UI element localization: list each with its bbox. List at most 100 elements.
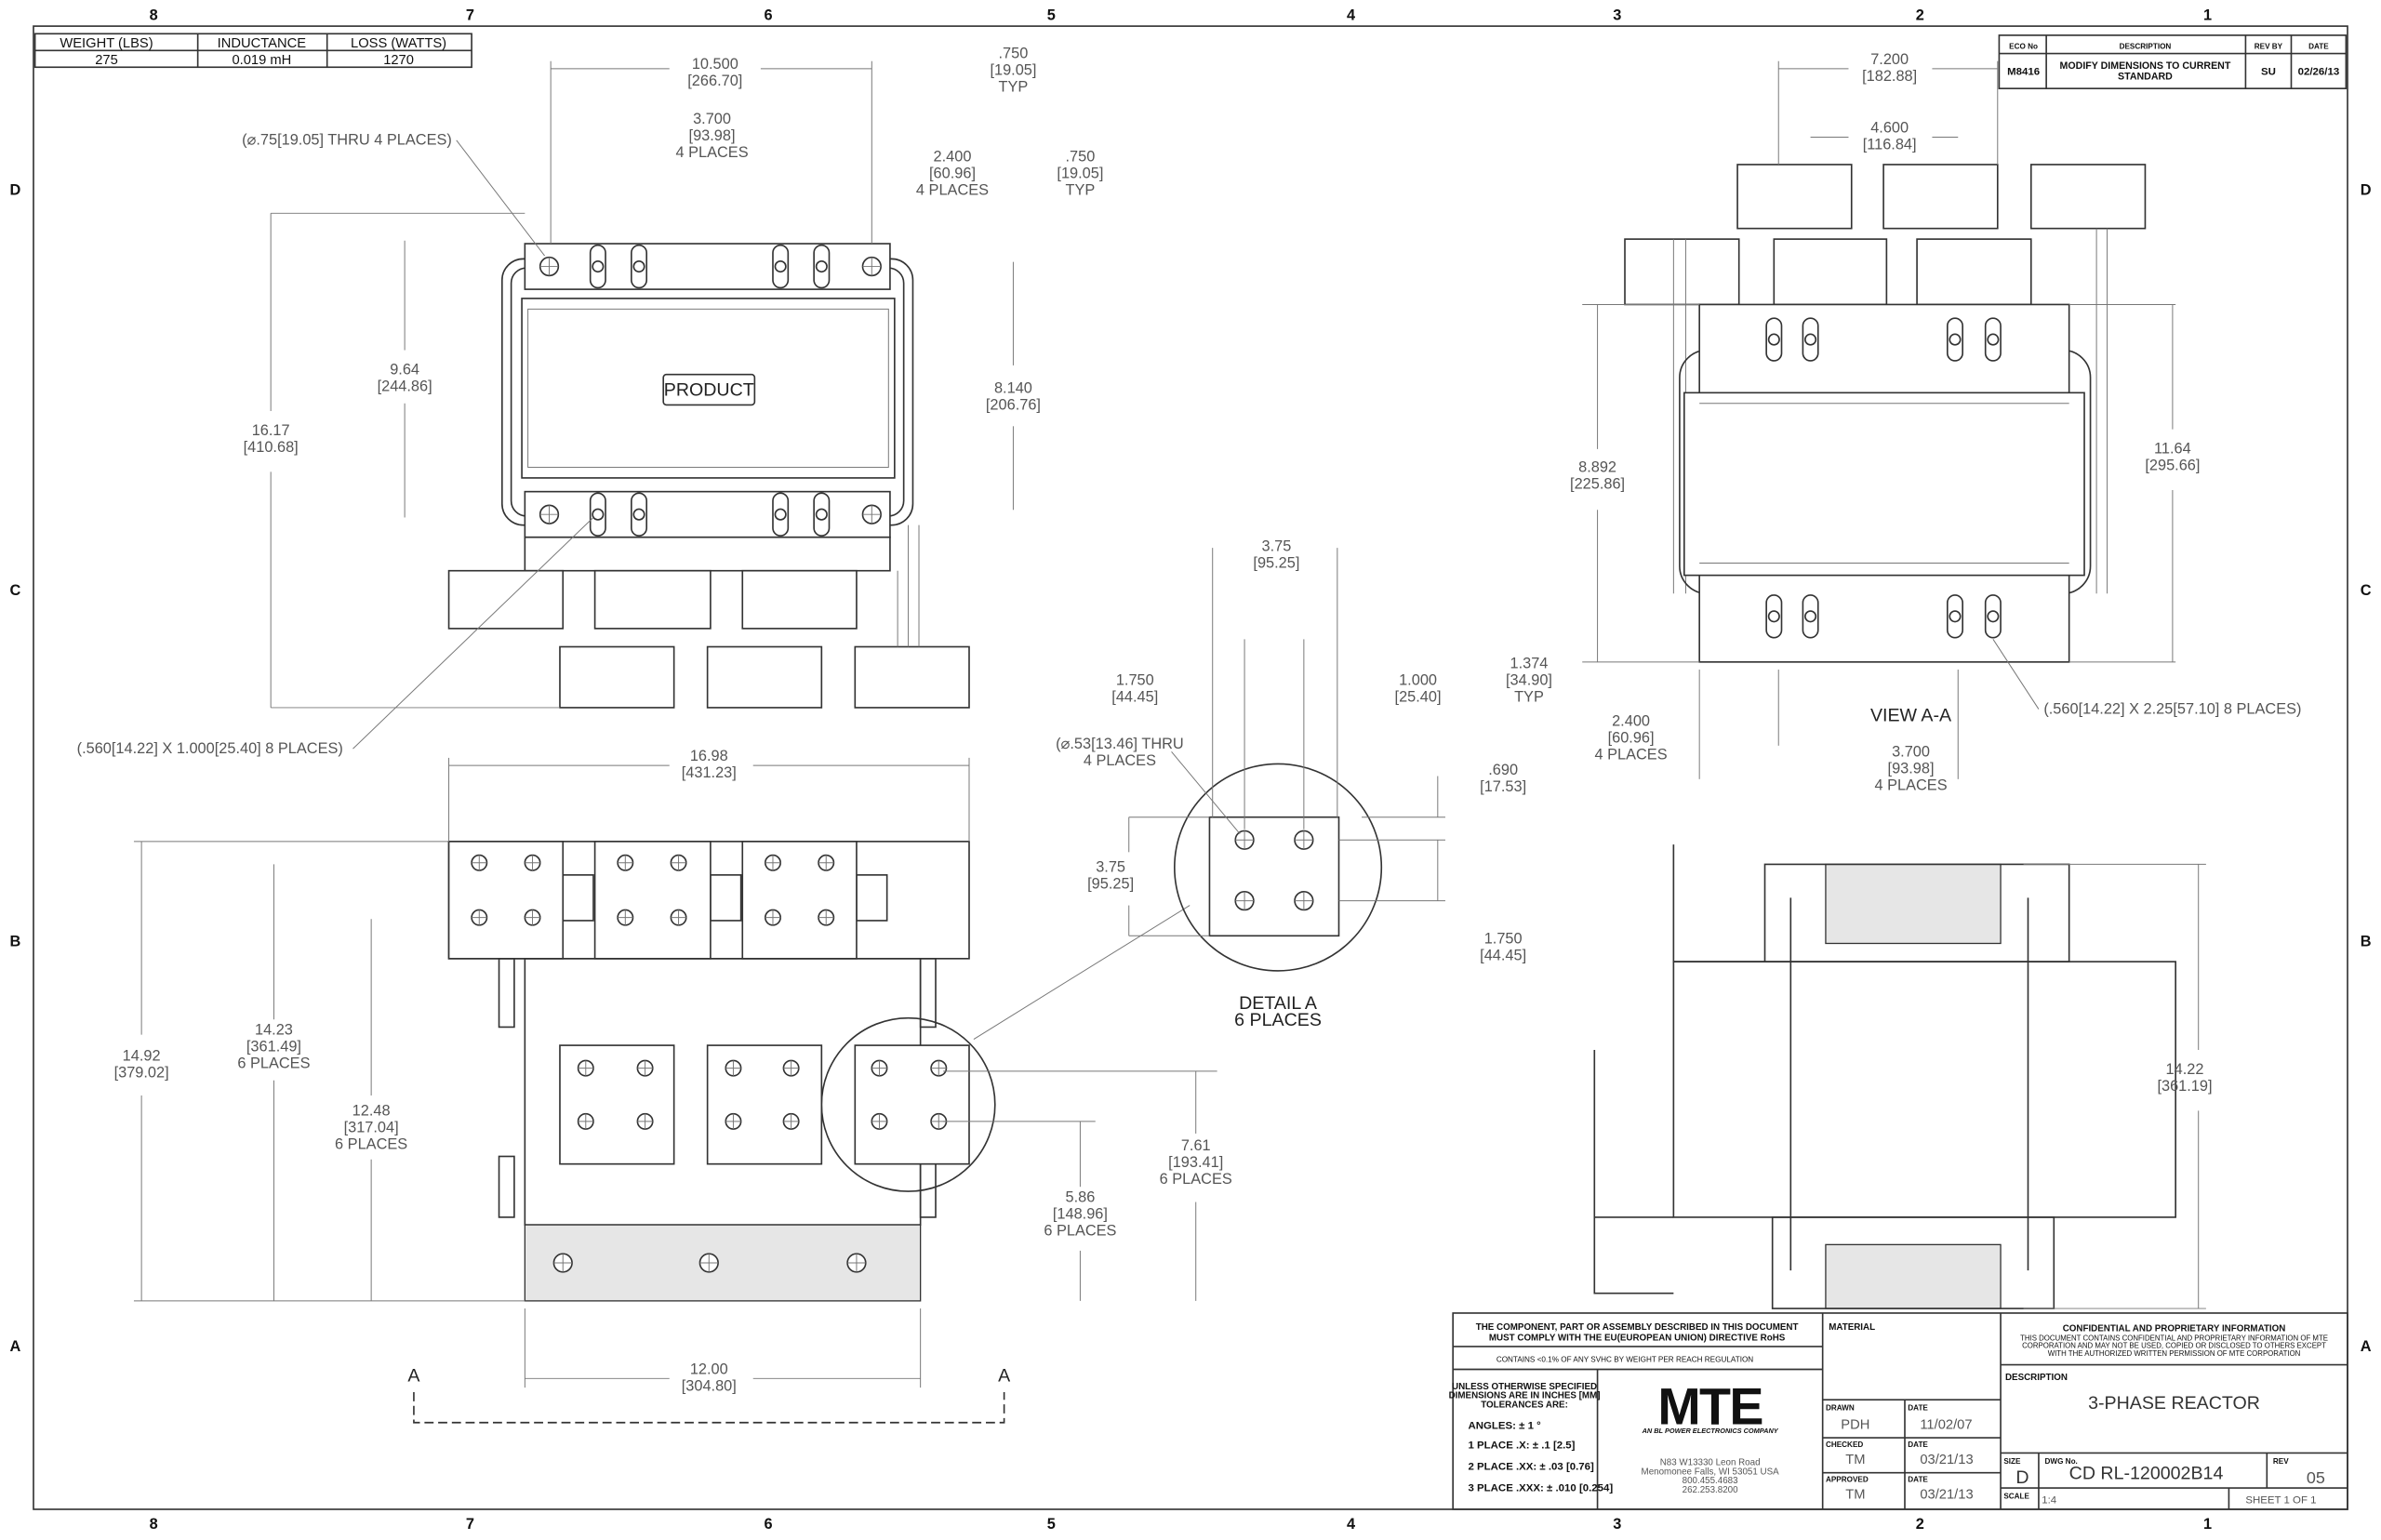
dim-detail-title-line1: DETAIL A xyxy=(1239,993,1318,1014)
dim-detail-690-line1: .690 xyxy=(1488,762,1518,778)
drawing-description: 3-PHASE REACTOR xyxy=(2088,1393,2260,1414)
scale-label: SCALE xyxy=(2003,1493,2029,1501)
drawn-date: 11/02/07 xyxy=(1920,1417,1972,1432)
dim-front-1423-line3: 6 PLACES xyxy=(237,1055,310,1072)
rev-date: 02/26/13 xyxy=(2298,66,2340,77)
dim-top-width-line2: [266.70] xyxy=(687,73,742,89)
rohs-line2: MUST COMPLY WITH THE EU(EUROPEAN UNION) … xyxy=(1489,1333,1786,1343)
mte-logo: MTE xyxy=(1657,1377,1762,1435)
dim-front-1492-line1: 14.92 xyxy=(123,1047,161,1064)
dim-top-hole-spacing-line3: 4 PLACES xyxy=(675,144,748,161)
dim-top-964-line1: 9.64 xyxy=(390,362,419,378)
zone-column-6-top: 6 xyxy=(765,7,773,24)
zone-row-A-right: A xyxy=(2361,1338,2372,1355)
drawn-date-label: DATE xyxy=(1908,1404,1928,1413)
view-a-a xyxy=(1582,60,2176,779)
size-label: SIZE xyxy=(2003,1457,2021,1466)
terminal-slot xyxy=(631,492,648,537)
dim-side-1422-line1: 14.22 xyxy=(2166,1061,2204,1078)
dim-front-1248-line2: [317.04] xyxy=(344,1119,399,1135)
dim-front-761-line2: [193.41] xyxy=(1168,1154,1223,1171)
address-line1: N83 W13330 Leon Road xyxy=(1660,1458,1761,1468)
dim-front-586-line2: [148.96] xyxy=(1053,1206,1108,1223)
tolerance-two-place: 2 PLACE .XX: ± .03 [0.76] xyxy=(1469,1461,1595,1472)
top-view xyxy=(270,60,1014,750)
dim-aa-2400-line2: [60.96] xyxy=(1608,730,1655,747)
dim-aa-title-line1: VIEW A-A xyxy=(1870,706,1952,726)
zone-column-2-bottom: 2 xyxy=(1916,1516,1924,1533)
dim-front-1248-line1: 12.48 xyxy=(352,1102,391,1119)
dim-top-hole-2400-line2: [60.96] xyxy=(929,166,976,182)
title-block: THE COMPONENT, PART OR ASSEMBLY DESCRIBE… xyxy=(1449,1312,2348,1510)
checked-date-label: DATE xyxy=(1908,1440,1928,1449)
confidential-title: CONFIDENTIAL AND PROPRIETARY INFORMATION xyxy=(2063,1324,2286,1334)
dim-front-width-line2: [431.23] xyxy=(682,764,737,781)
zone-column-2-top: 2 xyxy=(1916,7,1924,24)
dim-front-base-line2: [304.80] xyxy=(682,1377,737,1394)
rev-description-line2: STANDARD xyxy=(2118,71,2173,82)
confidential-line2: CORPORATION AND MAY NOT BE USED, COPIED … xyxy=(2022,1342,2326,1350)
rev-header-eco: ECO No xyxy=(2009,43,2038,51)
dim-detail-1750-w-line2: [44.45] xyxy=(1111,688,1158,705)
dim-front-761-line3: 6 PLACES xyxy=(1160,1171,1232,1188)
terminal-slot xyxy=(589,244,606,289)
dim-top-8140-line2: [206.76] xyxy=(986,396,1041,413)
zone-column-4-bottom: 4 xyxy=(1347,1516,1355,1533)
address-phone1: 800.455.4683 xyxy=(1683,1476,1738,1486)
dim-top-1617-line2: [410.68] xyxy=(244,439,299,456)
dim-front-586-line3: 6 PLACES xyxy=(1044,1223,1116,1240)
dim-top-width-line1: 10.500 xyxy=(692,56,738,73)
dim-product-label-line1: PRODUCT xyxy=(664,380,754,401)
confidential-line3: WITH THE AUTHORIZED WRITTEN PERMISSION O… xyxy=(2048,1349,2301,1358)
dim-section-a-right-line1: A xyxy=(998,1366,1011,1387)
tolerance-three-place: 3 PLACE .XXX: ± .010 [0.254] xyxy=(1469,1482,1614,1494)
dim-top-hole-spacing-line1: 3.700 xyxy=(693,111,731,127)
dwg-no-label: DWG No. xyxy=(2044,1457,2077,1466)
dim-aa-3700-line3: 4 PLACES xyxy=(1874,777,1947,793)
dim-top-edge-typ-line1: .750 xyxy=(999,45,1029,61)
zone-column-3-bottom: 3 xyxy=(1613,1516,1621,1533)
dim-aa-2400-line3: 4 PLACES xyxy=(1594,747,1667,763)
dim-detail-375-h-line1: 3.75 xyxy=(1096,859,1125,876)
material-label: MATERIAL xyxy=(1829,1322,1875,1333)
terminal-slot xyxy=(1765,594,1783,639)
dim-aa-8892-line1: 8.892 xyxy=(1578,458,1616,475)
dim-aa-slot-note-line1: (.560[14.22] X 2.25[57.10] 8 PLACES) xyxy=(2043,700,2301,717)
zone-row-D-left: D xyxy=(9,182,20,199)
revision: 05 xyxy=(2307,1468,2325,1487)
tolerance-heading-2: DIMENSIONS ARE IN INCHES [MM] xyxy=(1449,1391,1601,1401)
checked-label: CHECKED xyxy=(1826,1440,1863,1449)
rev-by: SU xyxy=(2261,66,2276,77)
dim-aa-1164-line2: [295.66] xyxy=(2145,458,2200,474)
zone-column-7-bottom: 7 xyxy=(466,1516,474,1533)
dim-aa-3700-line1: 3.700 xyxy=(1892,743,1930,760)
dim-top-slot-note-line1: (.560[14.22] X 1.000[25.40] 8 PLACES) xyxy=(77,740,343,757)
spec-header-loss: LOSS (WATTS) xyxy=(351,36,446,51)
dim-front-base-line1: 12.00 xyxy=(690,1361,728,1377)
zone-row-C-right: C xyxy=(2361,582,2372,599)
dim-detail-thru-note-line2: 4 PLACES xyxy=(1084,752,1156,769)
zone-column-3-top: 3 xyxy=(1613,7,1621,24)
sheet-size: D xyxy=(2015,1467,2029,1488)
dim-detail-375-w-line2: [95.25] xyxy=(1253,554,1299,571)
dim-detail-375-w-line1: 3.75 xyxy=(1262,538,1292,554)
scale: 1:4 xyxy=(2042,1494,2057,1506)
rev-header-date: DATE xyxy=(2308,43,2329,51)
dim-section-a-left-line1: A xyxy=(407,1366,420,1387)
approved-by: TM xyxy=(1845,1488,1865,1503)
rev-eco: M8416 xyxy=(2007,66,2040,77)
dim-detail-1750-w-line1: 1.750 xyxy=(1116,671,1154,688)
sheet-number: SHEET 1 OF 1 xyxy=(2245,1494,2316,1506)
zone-column-7-top: 7 xyxy=(466,7,474,24)
rev-label: REV xyxy=(2273,1457,2289,1466)
spec-header-weight: WEIGHT (LBS) xyxy=(60,36,153,51)
dim-aa-1374-line1: 1.374 xyxy=(1510,655,1549,671)
dim-top-hole-2400-line3: 4 PLACES xyxy=(916,182,989,199)
tolerance-angles: ANGLES: ± 1 ° xyxy=(1469,1420,1542,1431)
logo-tagline: AN BL POWER ELECTRONICS COMPANY xyxy=(1642,1427,1779,1435)
side-view xyxy=(1593,844,2206,1309)
approved-date: 03/21/13 xyxy=(1920,1488,1973,1503)
checked-by: TM xyxy=(1845,1453,1865,1467)
